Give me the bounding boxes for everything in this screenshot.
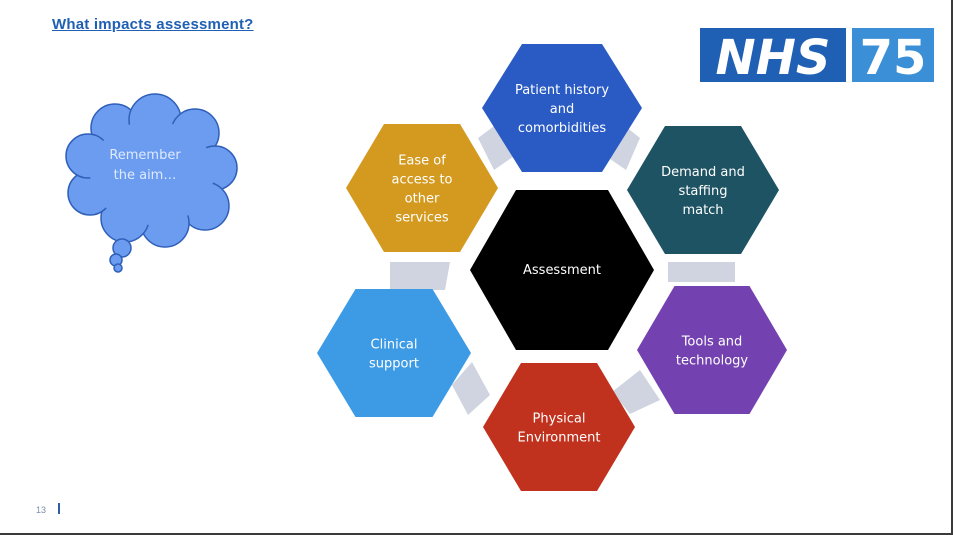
hexagon-label-line: and (550, 102, 574, 117)
hexagon-shape (482, 44, 642, 172)
hexagon-label-line: Demand and (661, 165, 745, 180)
hexagon-label-line: Patient history (515, 83, 609, 98)
hexagon-label-line: staffing (679, 184, 728, 199)
hexagon-label-line: Physical (533, 412, 586, 427)
center-hexagon-label: Assessment (523, 263, 601, 278)
nhs-75-number: 75 (860, 30, 927, 84)
connector-shape (668, 262, 735, 282)
hexagon-label-line: Ease of (398, 154, 446, 169)
hexagon-label-line: access to (392, 173, 453, 188)
thought-cloud-line-2: the aim… (113, 168, 177, 183)
hexagon-label-line: Environment (517, 431, 600, 446)
hexagon-label-line: technology (676, 354, 748, 369)
nhs-75-logo: NHS 75 (700, 28, 934, 84)
hexagon-tools-technology: Tools and technology (637, 286, 787, 414)
hexagon-shape (346, 124, 498, 252)
hexagon-label-line: services (395, 211, 449, 226)
hexagon-ease-of-access: Ease of access to other services (346, 124, 498, 252)
nhs-75-box (852, 28, 934, 82)
thought-cloud-icon (65, 93, 238, 273)
thought-cloud-line-1: Remember (109, 148, 181, 163)
hexagon-shape (317, 289, 471, 417)
center-hexagon: Assessment (470, 190, 654, 350)
hexagon-label-line: comorbidities (518, 121, 606, 136)
hexagon-shape (637, 286, 787, 414)
thought-cloud-text: Remember the aim… (85, 146, 205, 186)
slide-title: What impacts assessment? (52, 16, 254, 33)
hexagon-label-line: Tools and (681, 335, 743, 350)
page-number-separator (58, 503, 60, 514)
nhs-logo-text: NHS (716, 30, 831, 84)
hexagon-label-line: match (682, 203, 723, 218)
hexagon-label-line: support (369, 357, 419, 372)
center-hexagon-shape (470, 190, 654, 350)
connector-shape (452, 362, 490, 415)
page-number: 13 (36, 505, 47, 515)
hexagon-label-line: Clinical (371, 338, 418, 353)
hexagon-shape (483, 363, 635, 491)
connector-shape (612, 370, 660, 414)
hexagon-label-line: other (405, 192, 440, 207)
connector-shape (390, 262, 450, 290)
hexagon-demand-staffing: Demand and staffing match (627, 126, 779, 254)
nhs-logo-box (700, 28, 846, 82)
hexagon-patient-history: Patient history and comorbidities (482, 44, 642, 172)
hexagon-clinical-support: Clinical support (317, 289, 471, 417)
hexagon-shape (627, 126, 779, 254)
